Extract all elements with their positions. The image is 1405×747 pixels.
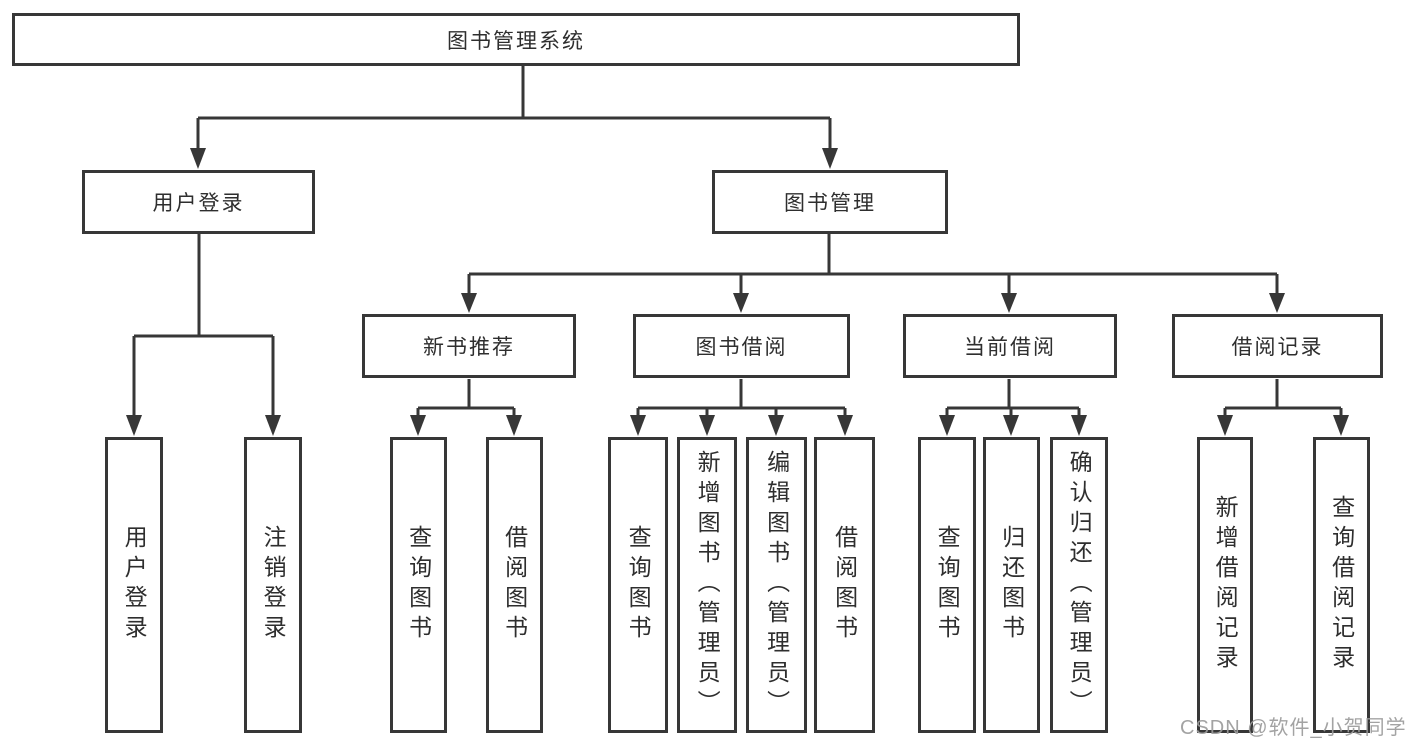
leaf-edit-book-admin: 编辑图书（管理员） [746, 437, 807, 733]
leaf-query-borrow-record: 查询借阅记录 [1313, 437, 1370, 733]
leaf-user-login: 用户登录 [105, 437, 163, 733]
leaf-label: 借阅图书 [501, 525, 528, 645]
node-user-login: 用户登录 [82, 170, 315, 234]
arrowheads [126, 148, 1349, 436]
leaf-label: 确认归还（管理员） [1066, 450, 1093, 720]
leaf-borrow-book-recommend: 借阅图书 [486, 437, 543, 733]
leaf-label: 注销登录 [260, 525, 287, 645]
csdn-watermark: CSDN @软件_小贺同学 [1180, 717, 1405, 739]
node-label: 图书管理系统 [447, 29, 585, 53]
node-book-borrow: 图书借阅 [633, 314, 850, 378]
leaf-borrow-book: 借阅图书 [814, 437, 875, 733]
node-borrow-record: 借阅记录 [1172, 314, 1383, 378]
node-label: 借阅记录 [1231, 336, 1324, 359]
leaf-return-book: 归还图书 [983, 437, 1040, 733]
leaf-label: 查询图书 [934, 525, 961, 645]
leaf-query-book: 查询图书 [608, 437, 668, 733]
leaf-add-book-admin: 新增图书（管理员） [677, 437, 737, 733]
leaf-label: 编辑图书（管理员） [763, 450, 790, 720]
leaf-query-current-book: 查询图书 [918, 437, 976, 733]
leaf-label: 查询图书 [625, 525, 652, 645]
leaf-label: 新增借阅记录 [1212, 495, 1239, 675]
node-new-book-recommend: 新书推荐 [362, 314, 576, 378]
node-system-root: 图书管理系统 [12, 13, 1020, 66]
leaf-label: 借阅图书 [831, 525, 858, 645]
node-label: 用户登录 [152, 192, 245, 215]
leaf-label: 查询图书 [405, 525, 432, 645]
leaf-add-borrow-record: 新增借阅记录 [1197, 437, 1253, 733]
leaf-query-book-recommend: 查询图书 [390, 437, 447, 733]
leaf-label: 归还图书 [998, 525, 1025, 645]
node-label: 新书推荐 [423, 336, 515, 359]
leaf-logout: 注销登录 [244, 437, 302, 733]
node-current-borrow: 当前借阅 [903, 314, 1117, 378]
leaf-label: 用户登录 [121, 525, 148, 645]
leaf-label: 新增图书（管理员） [694, 450, 721, 720]
leaf-label: 查询借阅记录 [1328, 495, 1355, 675]
leaf-confirm-return-admin: 确认归还（管理员） [1050, 437, 1108, 733]
node-label: 图书管理 [784, 192, 876, 215]
node-book-management: 图书管理 [712, 170, 948, 234]
node-label: 图书借阅 [695, 336, 788, 359]
node-label: 当前借阅 [964, 336, 1056, 359]
